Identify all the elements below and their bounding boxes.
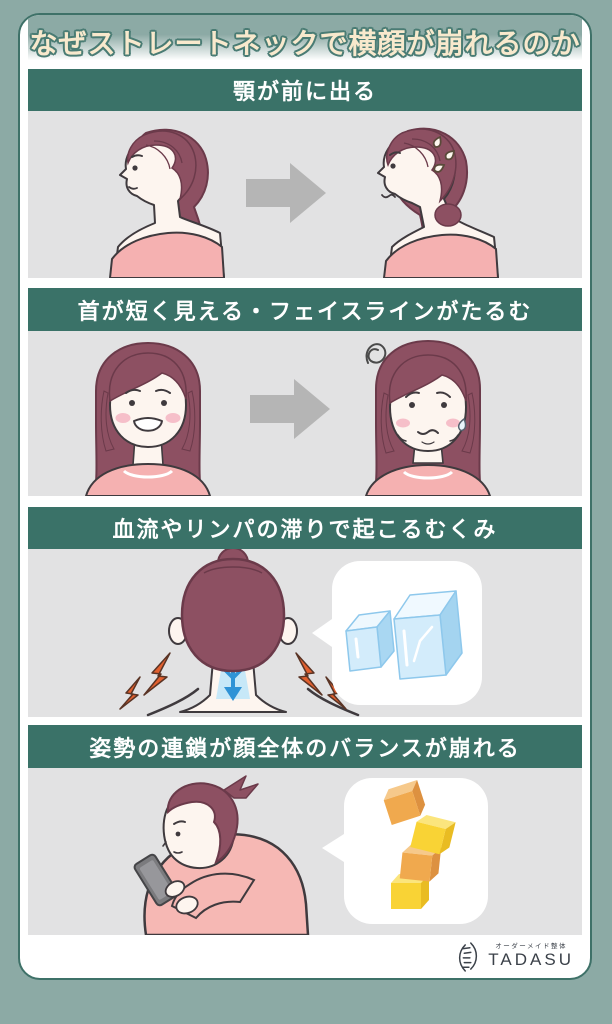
- panel-short-neck: [28, 331, 582, 496]
- sweat-drops-icon: [432, 135, 456, 173]
- section-chin-forward: 顎が前に出る: [28, 69, 582, 278]
- profile-after-figure: [377, 127, 500, 278]
- brand-tagline: オーダーメイド整体: [495, 942, 568, 950]
- smartphone-posture-illustration: [133, 775, 488, 935]
- title-band: なぜストレートネックで横顔が崩れるのか: [28, 15, 582, 69]
- panel-swelling: [28, 549, 582, 717]
- section-swelling: 血流やリンパの滞りで起こるむくみ: [28, 507, 582, 717]
- section-heading-2: 首が短く見える・フェイスラインがたるむ: [28, 288, 582, 331]
- back-of-head-figure: [146, 549, 360, 717]
- scribble-icon: [365, 343, 387, 364]
- page-title: なぜストレートネックで横顔が崩れるのか: [29, 28, 581, 59]
- arrow-right-icon: [250, 379, 330, 439]
- toy-blocks-icon: [383, 779, 456, 909]
- section-short-neck: 首が短く見える・フェイスラインがたるむ: [28, 288, 582, 496]
- speech-bubble: [322, 778, 488, 924]
- footer: オーダーメイド整体 TADASU: [20, 935, 590, 978]
- face-after-figure: [364, 339, 492, 496]
- ice-cubes-icon: [345, 590, 463, 680]
- panel-chin-forward: [28, 111, 582, 278]
- spine-icon: [459, 941, 478, 972]
- sweat-drop-icon: [457, 417, 467, 432]
- ponytail: [223, 775, 259, 799]
- speech-bubble: [312, 561, 482, 705]
- section-heading-3: 血流やリンパの滞りで起こるむくみ: [28, 507, 582, 549]
- infographic-card: なぜストレートネックで横顔が崩れるのか 顎が前に出る: [18, 13, 592, 980]
- section-posture-chain: 姿勢の連鎖が顔全体のバランスが崩れる: [28, 725, 582, 935]
- hands: [164, 880, 199, 915]
- brand-logo: オーダーメイド整体 TADASU: [488, 943, 574, 970]
- section-heading-1: 顎が前に出る: [28, 69, 582, 111]
- lightning-icons: [119, 652, 347, 710]
- profile-before-figure: [108, 128, 226, 278]
- hunched-figure: [133, 775, 310, 935]
- arrow-right-icon: [246, 163, 326, 223]
- before-after-profile-illustration: [108, 127, 500, 278]
- neck-stagnation-illustration: [119, 549, 482, 717]
- section-heading-4: 姿勢の連鎖が顔全体のバランスが崩れる: [28, 725, 582, 768]
- brand-name: TADASU: [488, 950, 574, 970]
- face-before-figure: [84, 341, 212, 496]
- panel-posture-chain: [28, 768, 582, 935]
- before-after-face-illustration: [84, 339, 492, 496]
